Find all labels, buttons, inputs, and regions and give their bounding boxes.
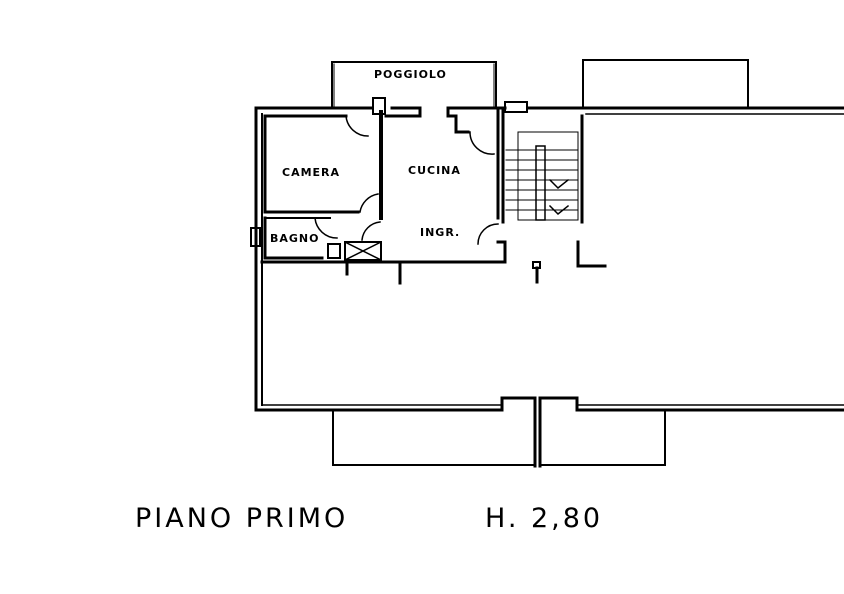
door-swings <box>314 115 499 245</box>
apartment-walls <box>250 97 507 285</box>
ceiling-height: H. 2,80 <box>485 503 603 534</box>
room-label-bedroom: CAMERA <box>282 166 340 179</box>
room-label-balcony: POGGIOLO <box>374 68 447 81</box>
lower-terraces <box>332 409 666 466</box>
staircase <box>501 101 607 284</box>
building-shell <box>254 106 844 468</box>
plan-title: PIANO PRIMO <box>135 503 348 534</box>
room-label-bathroom: BAGNO <box>270 232 319 245</box>
room-label-kitchen: CUCINA <box>408 164 461 177</box>
balcony-outline <box>331 61 497 109</box>
room-label-entrance: INGR. <box>420 226 460 239</box>
upper-right-terrace <box>582 59 749 109</box>
